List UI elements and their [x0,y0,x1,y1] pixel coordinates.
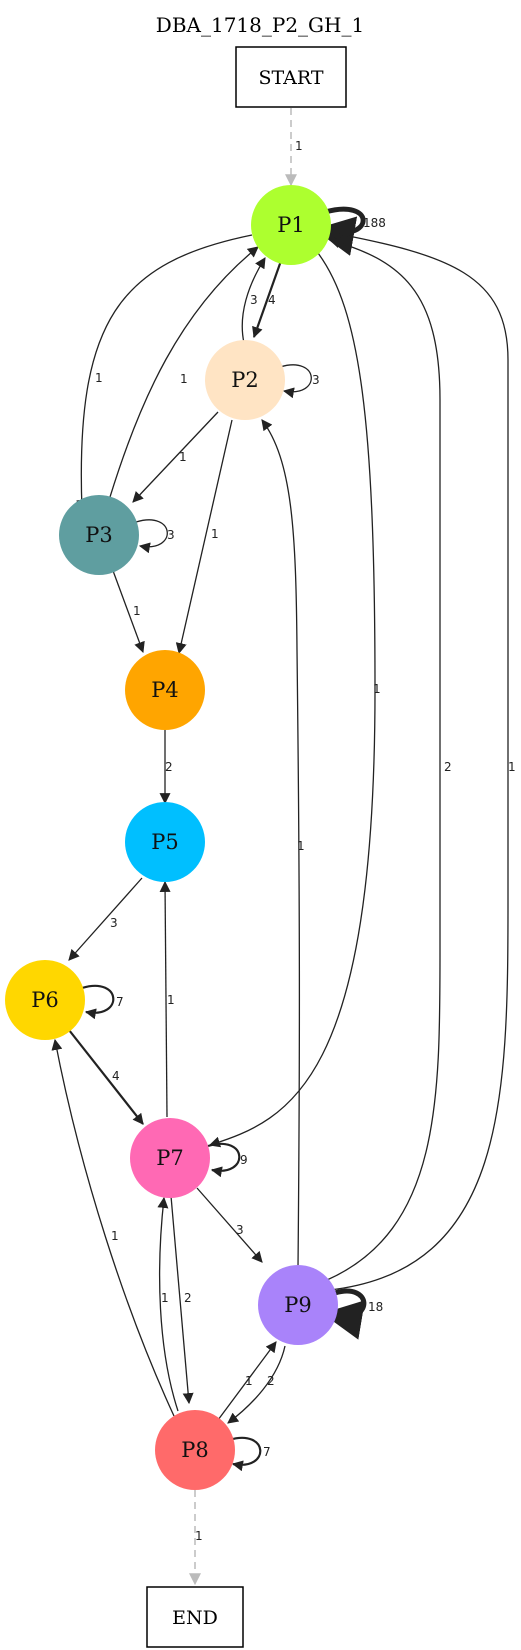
edge-label-p3-p1: 1 [180,372,188,386]
node-p9-label: P9 [284,1293,312,1317]
node-p1-label: P1 [277,213,305,237]
edge-label-p1-p1: 188 [363,216,386,230]
edge-label-p2-p2: 3 [312,373,320,387]
node-p6-label: P6 [31,988,59,1012]
node-p4-label: P4 [151,678,179,702]
node-p8 [155,1410,235,1490]
edge-p3-p3 [135,519,168,554]
edge-label-p6-p7: 4 [112,1069,120,1083]
edge-label-p9-p1-outer: 1 [508,760,516,774]
edge-label-p7-p7: 9 [240,1153,248,1167]
edge-p2-p2 [279,364,312,399]
edge-label-p8-p9: 1 [245,1374,253,1388]
edge-label-p8-p6: 1 [111,1229,119,1243]
node-p4 [125,650,205,730]
edge-p2-p1 [241,257,266,344]
edge-p8-p7 [157,1196,179,1412]
edge-label-start-p1: 1 [295,139,303,153]
edge-p5-p6 [68,877,143,961]
node-p9 [258,1265,338,1345]
edge-p2-p3 [132,411,219,503]
edge-p6-p7 [68,1029,144,1125]
node-p7 [130,1118,210,1198]
edge-p8-p6 [51,1038,175,1417]
edge-label-p1-p2: 4 [268,293,276,307]
edge-label-p8-p8: 7 [263,1445,271,1459]
edge-p1-p2 [252,257,284,339]
edge-label-p8-end: 1 [195,1529,203,1543]
node-p6 [5,960,85,1040]
edge-label-p9-p1: 2 [444,760,452,774]
start-label: START [258,67,323,89]
edge-label-p7-p5: 1 [167,993,175,1007]
edge-p3-p4 [111,567,145,654]
node-p3 [59,495,139,575]
node-p7-label: P7 [156,1146,184,1170]
edge-p1-p1 [314,206,366,256]
edge-label-p8-p7: 1 [161,1291,169,1305]
edge-label-p3-p4: 1 [133,604,141,618]
edge-label-p4-p5: 2 [165,760,173,774]
edge-p9-p1-outer [326,228,509,1291]
edge-p2-p4 [175,419,233,655]
end-label: END [172,1607,218,1629]
edge-label-p5-p6: 3 [110,916,118,930]
edge-label-p6-p6: 7 [116,995,124,1009]
edge-p9-p9 [322,1288,367,1340]
node-p2-label: P2 [231,368,259,392]
edges: 1 188 4 3 1 1 1 3 1 1 3 1 [51,108,516,1586]
edge-label-p9-p2: 1 [297,839,305,853]
edge-p7-p8 [170,1195,194,1405]
node-p1 [251,185,331,265]
edge-label-p3-p3: 3 [167,528,175,542]
node-p3-label: P3 [85,523,113,547]
edge-label-p2-p1: 3 [250,293,258,307]
node-p2 [205,340,285,420]
edge-label-p1-p3: 1 [95,371,103,385]
edge-p8-p8 [228,1436,262,1472]
node-p8-label: P8 [181,1438,209,1462]
edge-label-p2-p3: 1 [179,450,187,464]
start-box [235,46,347,108]
edge-p3-p1 [109,246,259,498]
edge-p9-p8 [227,1345,286,1424]
edge-p6-p6 [81,984,115,1020]
edge-p1-p3 [76,234,253,512]
edge-label-p9-p8: 2 [267,1374,275,1388]
edge-p7-p7 [207,1142,241,1178]
edge-p9-p2 [261,419,301,1269]
edge-label-p1-p7: 1 [373,682,381,696]
edge-label-p9-p9: 18 [368,1300,383,1314]
edge-label-p7-p9: 3 [236,1223,244,1237]
nodes: P1 P2 P3 P4 P5 P6 P7 P8 P9 [5,185,338,1490]
diagram-title: DBA_1718_P2_GH_1 [156,13,364,37]
edge-p7-p9 [196,1187,263,1263]
edge-p1-p7 [208,252,376,1148]
edge-label-p2-p4: 1 [211,527,219,541]
node-p5 [125,802,205,882]
edge-p8-p9 [217,1341,277,1421]
edge-p9-p1 [326,237,441,1281]
edge-p7-p5 [159,880,171,1118]
edge-label-p7-p8: 2 [184,1291,192,1305]
node-p5-label: P5 [151,830,179,854]
end-box [146,1586,244,1648]
